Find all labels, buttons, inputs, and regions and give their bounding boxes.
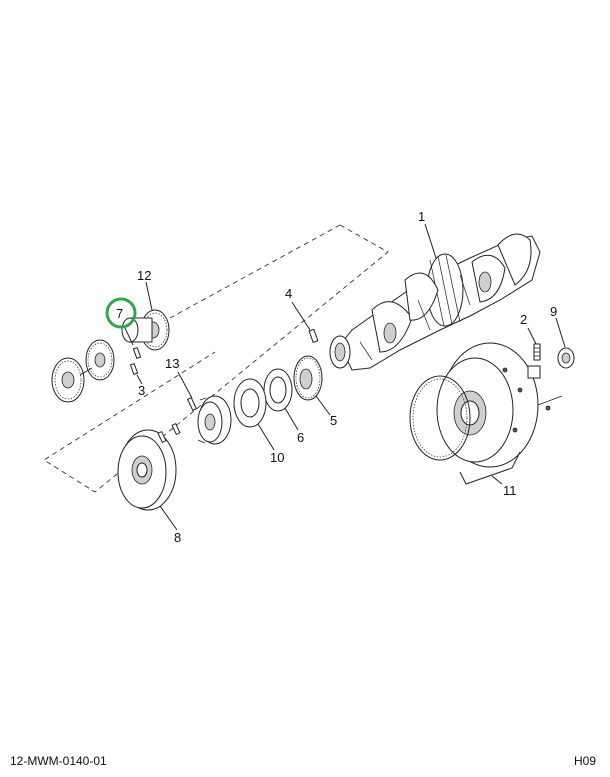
- leader-3: [136, 374, 143, 385]
- woodruff-key-part[interactable]: [308, 328, 319, 343]
- leader-12: [145, 281, 153, 311]
- leader-11: [491, 475, 503, 485]
- callout-9: 9: [550, 304, 557, 319]
- vibration-damper-part[interactable]: [117, 429, 177, 511]
- spacer-ring-part[interactable]: [263, 368, 293, 412]
- leader-6: [284, 407, 299, 431]
- crankshaft-gear-part[interactable]: [293, 355, 323, 401]
- callout-8: 8: [174, 530, 181, 545]
- callout-7: 7: [116, 306, 123, 321]
- callout-10: 10: [270, 450, 284, 465]
- crankshaft-part[interactable]: [329, 233, 541, 371]
- damper-bolts-part[interactable]: [157, 422, 181, 444]
- front-hub-part[interactable]: [197, 395, 232, 445]
- leader-8: [159, 505, 178, 531]
- leader-4: [291, 301, 311, 331]
- leader-7: [123, 325, 134, 346]
- callout-13: 13: [165, 356, 179, 371]
- figure-id-label: 12-MWM-0140-01: [10, 754, 107, 768]
- leader-13: [177, 371, 193, 399]
- dowel-pin-part[interactable]: [533, 343, 541, 361]
- leader-1: [424, 223, 437, 259]
- tensioner-bolt-part[interactable]: [129, 362, 139, 376]
- callout-5: 5: [330, 413, 337, 428]
- leader-9: [555, 317, 566, 348]
- callout-6: 6: [297, 430, 304, 445]
- callout-1: 1: [418, 209, 425, 224]
- leader-5: [315, 395, 331, 416]
- callout-3: 3: [138, 383, 145, 398]
- rear-bushing-part[interactable]: [557, 347, 575, 369]
- flywheel-part[interactable]: [436, 342, 563, 468]
- callout-11: 11: [503, 483, 517, 498]
- hub-bolt-part[interactable]: [186, 397, 198, 411]
- sheet-code-label: H09: [573, 754, 596, 768]
- highlight-ring[interactable]: [105, 297, 137, 329]
- retaining-bolt-part[interactable]: [132, 346, 142, 360]
- callout-4: 4: [285, 286, 292, 301]
- ring-gear-part[interactable]: [409, 375, 471, 461]
- front-pulley-part[interactable]: [121, 309, 170, 351]
- idler-pulley-assembly-part[interactable]: [51, 339, 115, 403]
- leader-10: [257, 423, 275, 451]
- callout-2: 2: [520, 312, 527, 327]
- callout-12: 12: [137, 268, 151, 283]
- assembly-boundary-dashed: [43, 224, 389, 493]
- thrust-washer-part[interactable]: [233, 378, 267, 428]
- bracket-11: [459, 451, 521, 485]
- leader-2: [527, 327, 537, 345]
